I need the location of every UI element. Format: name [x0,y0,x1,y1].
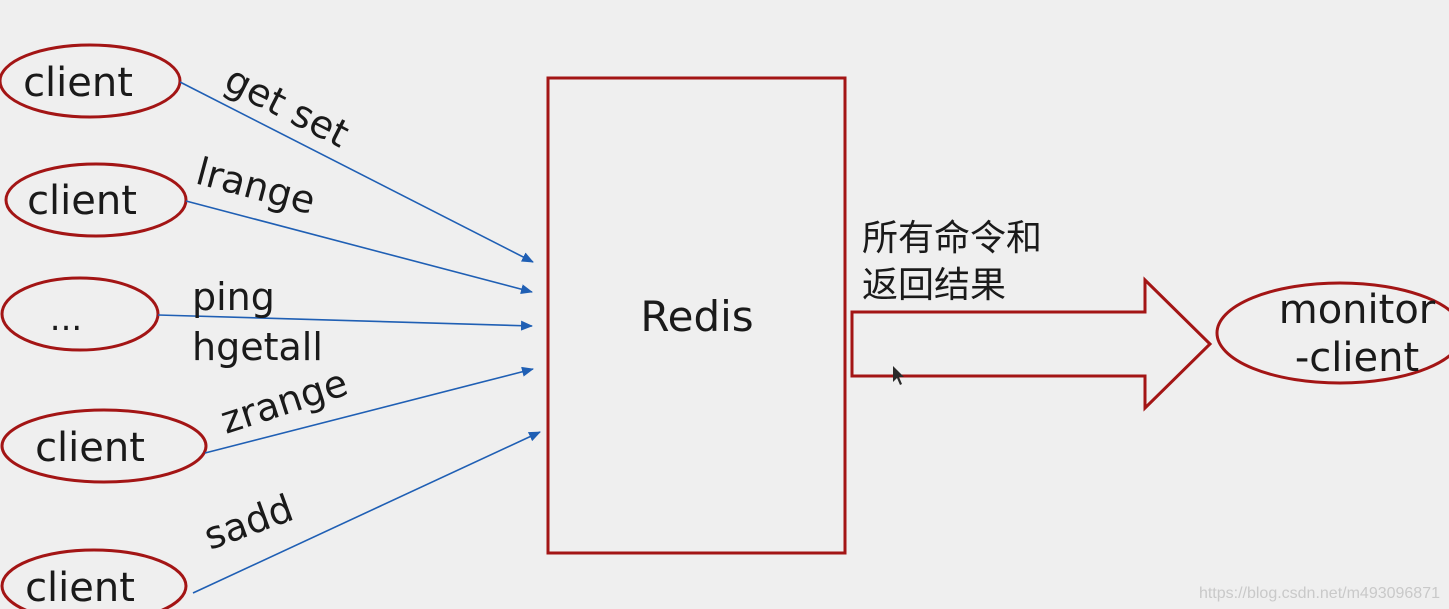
monitor-client-label-line-2: -client [1295,335,1419,381]
watermark: https://blog.csdn.net/m493096871 [1199,585,1440,602]
monitor-client-ellipse [1215,281,1449,385]
flow-caption-line-1: 所有命令和 [862,218,1042,259]
arrow-client-4 [204,366,534,454]
client-2-label: client [27,178,137,224]
client-1-label: client [23,60,133,106]
cursor-icon [893,366,904,385]
client-2-ellipse [4,162,188,238]
command-hgetall: hgetall [192,325,323,369]
arrow-client-3 [157,314,533,331]
command-sadd: sadd [198,486,299,559]
command-zrange: zrange [215,360,353,442]
command-ping: ping [192,275,275,319]
client-5-ellipse [0,548,188,609]
arrow-client-1 [179,81,534,263]
monitor-client-label-line-1: monitor [1279,287,1436,333]
arrow-client-2 [185,200,533,295]
client-3-label: ... [50,299,82,339]
client-4-label: client [35,425,145,471]
client-1-ellipse [0,43,182,119]
command-lrange: lrange [192,149,320,223]
redis-label: Redis [640,292,753,341]
client-3-ellipse [0,276,160,352]
client-5-label: client [25,565,135,609]
client-4-ellipse [0,408,208,484]
flow-caption-line-2: 返回结果 [862,265,1006,306]
arrow-client-5 [192,431,541,594]
redis-box [546,76,847,555]
command-get-set: get set [218,57,356,156]
